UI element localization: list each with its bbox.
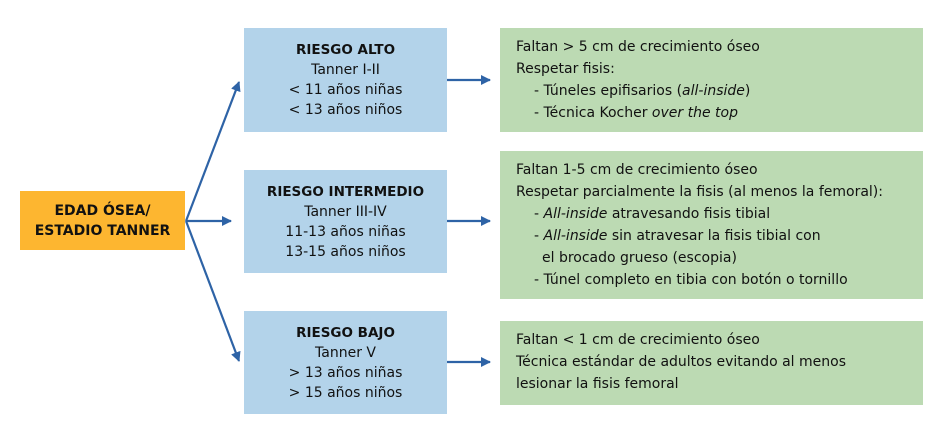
treatment-line: - All-inside sin atravesar la fisis tibi… <box>516 225 923 247</box>
risk-box-intermediate: RIESGO INTERMEDIO Tanner III-IV 11-13 añ… <box>244 170 447 273</box>
treatment-line: Respetar parcialmente la fisis (al menos… <box>516 181 923 203</box>
risk-tanner: Tanner III-IV <box>304 203 387 220</box>
italic-term: over the top <box>651 105 738 121</box>
treatment-line: Faltan > 5 cm de crecimiento óseo <box>516 36 923 58</box>
italic-term: All-inside <box>543 228 608 244</box>
bone-age-box: EDAD ÓSEA/ ESTADIO TANNER <box>20 191 185 250</box>
treatment-line: el brocado grueso (escopia) <box>516 247 923 269</box>
treatment-line: Técnica estándar de adultos evitando al … <box>516 351 923 373</box>
text-segment: Faltan < 1 cm de crecimiento óseo <box>516 332 760 348</box>
treatment-line: Faltan < 1 cm de crecimiento óseo <box>516 329 923 351</box>
text-segment: Respetar fisis: <box>516 61 615 77</box>
risk-girls: < 11 años niñas <box>288 82 403 98</box>
risk-title: RIESGO ALTO <box>295 42 396 58</box>
risk-tanner: Tanner I-II <box>311 62 380 78</box>
text-segment: - <box>534 228 544 244</box>
text-segment: sin atravesar la fisis tibial con <box>607 228 821 244</box>
risk-boys: < 13 años niños <box>288 102 403 118</box>
text-segment: Respetar parcialmente la fisis (al menos… <box>516 184 883 200</box>
arrow-to-low-risk <box>184 220 241 362</box>
text-segment: Técnica estándar de adultos evitando al … <box>516 354 847 370</box>
root-label-line: ESTADIO TANNER <box>34 222 171 239</box>
italic-term: all-inside <box>682 83 745 99</box>
risk-boys: > 15 años niños <box>288 384 403 401</box>
text-segment: atravesando fisis tibial <box>607 206 771 222</box>
risk-girls: 11-13 años niñas <box>285 223 406 240</box>
risk-title: RIESGO INTERMEDIO <box>266 183 425 200</box>
text-segment: Faltan 1-5 cm de crecimiento óseo <box>516 162 758 178</box>
risk-box-high: RIESGO ALTO Tanner I-II < 11 años niñas … <box>244 28 447 132</box>
risk-boys: 13-15 años niños <box>285 243 406 260</box>
treatment-line: - Túneles epifisarios (all-inside) <box>516 80 923 102</box>
treatment-line: - All-inside atravesando fisis tibial <box>516 203 923 225</box>
italic-term: All-inside <box>543 206 608 222</box>
text-segment: el brocado grueso (escopia) <box>542 250 737 266</box>
treatment-line: - Técnica Kocher over the top <box>516 102 923 124</box>
treatment-line: - Túnel completo en tibia con botón o to… <box>516 269 923 291</box>
risk-box-low: RIESGO BAJO Tanner V > 13 años niñas > 1… <box>244 311 447 414</box>
text-segment: Faltan > 5 cm de crecimiento óseo <box>516 39 760 55</box>
arrow-to-high-risk <box>184 81 241 222</box>
risk-girls: > 13 años niñas <box>288 364 403 381</box>
text-segment: - Túnel completo en tibia con botón o to… <box>534 272 848 288</box>
text-segment: lesionar la fisis femoral <box>516 376 679 392</box>
text-segment: ) <box>744 83 751 99</box>
text-segment: - Técnica Kocher <box>534 105 652 121</box>
text-segment: - <box>534 206 544 222</box>
root-label-line: EDAD ÓSEA/ <box>54 202 151 219</box>
text-segment: - Túneles epifisarios ( <box>534 83 683 99</box>
treatment-line: Faltan 1-5 cm de crecimiento óseo <box>516 159 923 181</box>
treatment-line: Respetar fisis: <box>516 58 923 80</box>
risk-title: RIESGO BAJO <box>296 324 395 341</box>
treatment-line: lesionar la fisis femoral <box>516 373 923 395</box>
risk-tanner: Tanner V <box>315 344 376 361</box>
